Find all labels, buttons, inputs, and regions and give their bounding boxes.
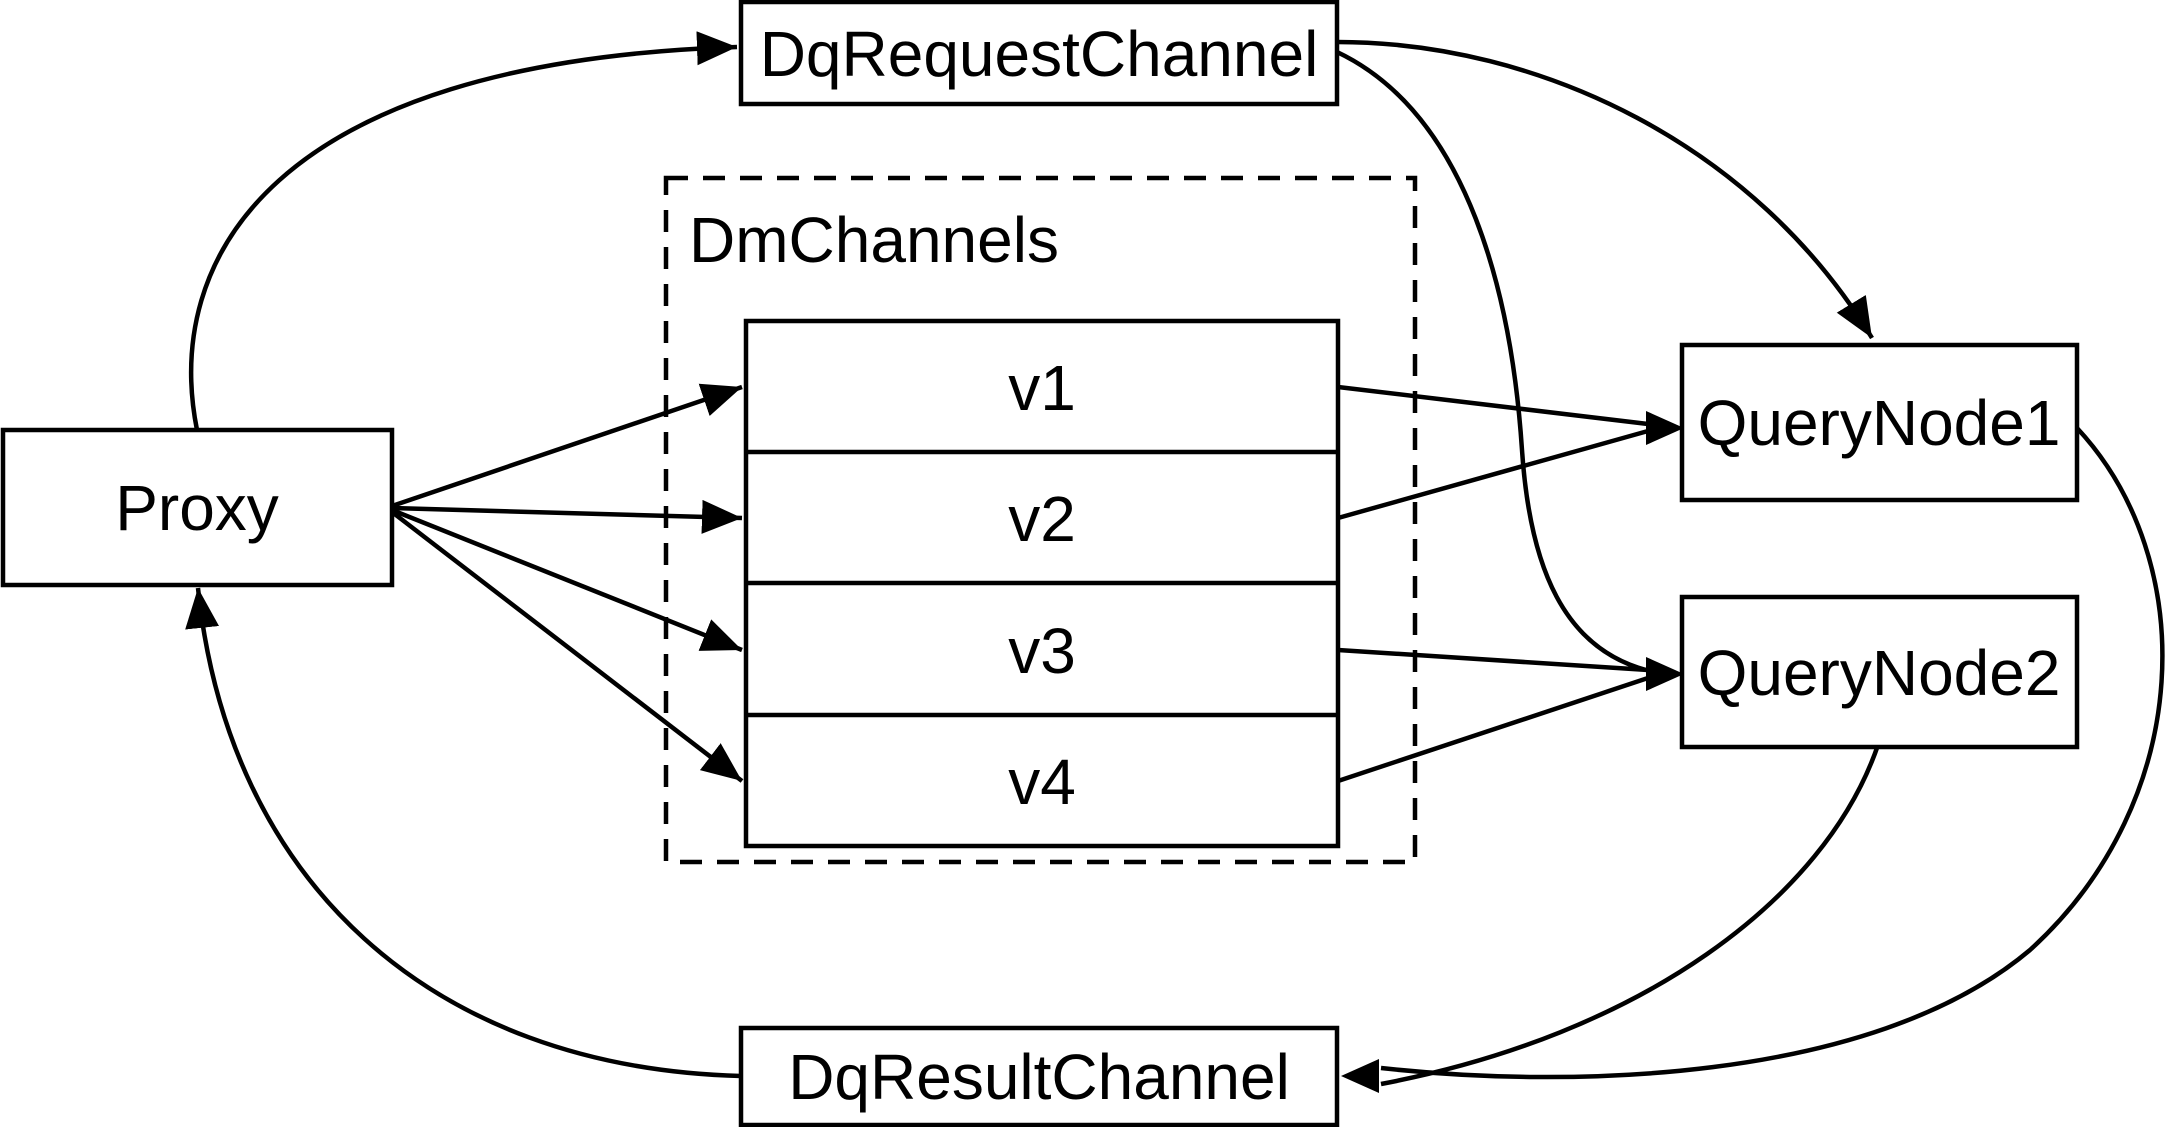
edge-proxy-to-v4 [390, 510, 744, 783]
edge-dqresultchannel-to-proxy [185, 587, 742, 1079]
edge-dqrequestchannel-to-querynode2 [1336, 49, 1647, 673]
dmchannels-group-box [663, 175, 1418, 865]
edge-v1-to-querynode1 [1337, 384, 1649, 427]
arrowhead-into-dqresultchannel [1341, 1059, 1379, 1093]
edge-proxy-to-v1 [391, 383, 743, 509]
node-proxy: Proxy [0, 427, 395, 588]
dmchannels-group-label: DmChannels [689, 204, 1059, 276]
edge-v2-to-querynode1 [1337, 428, 1649, 521]
querynode1-box [1679, 342, 2080, 503]
edge-proxy-to-dqrequestchannel [188, 31, 738, 431]
proxy-box [0, 427, 395, 588]
dqrequestchannel-box [738, 0, 1340, 107]
node-dqresultchannel: DqResultChannel [738, 1025, 1340, 1127]
edge-proxy-to-v3 [391, 507, 743, 653]
arrowhead-into-querynode2 [1646, 657, 1684, 691]
dqrequestchannel-label: DqRequestChannel [760, 18, 1319, 90]
querynode2-box [1679, 594, 2080, 750]
dqresultchannel-label: DqResultChannel [788, 1041, 1290, 1113]
channel-stack: v1 v2 v3 v4 [743, 318, 1341, 849]
channel-v1-label: v1 [1008, 352, 1076, 424]
edge-v3-to-querynode2 [1337, 647, 1649, 673]
edge-v4-to-querynode2 [1337, 675, 1649, 784]
node-querynode1: QueryNode1 [1679, 342, 2080, 503]
channel-v2-label: v2 [1008, 483, 1076, 555]
proxy-label: Proxy [115, 472, 279, 544]
channel-v4-label: v4 [1008, 746, 1076, 818]
querynode1-label: QueryNode1 [1698, 387, 2061, 459]
arrowhead-into-querynode1 [1646, 411, 1684, 445]
edge-querynode1-to-dqresultchannel [1380, 426, 2165, 1080]
edge-querynode2-to-dqresultchannel [1380, 744, 1881, 1087]
querynode2-label: QueryNode2 [1698, 637, 2061, 709]
node-dqrequestchannel: DqRequestChannel [738, 0, 1340, 107]
channel-v3-label: v3 [1008, 615, 1076, 687]
node-querynode2: QueryNode2 [1679, 594, 2080, 750]
edge-dqrequestchannel-to-querynode1 [1336, 39, 1874, 340]
dqresultchannel-box [738, 1025, 1340, 1127]
edge-proxy-to-v2 [391, 499, 743, 534]
